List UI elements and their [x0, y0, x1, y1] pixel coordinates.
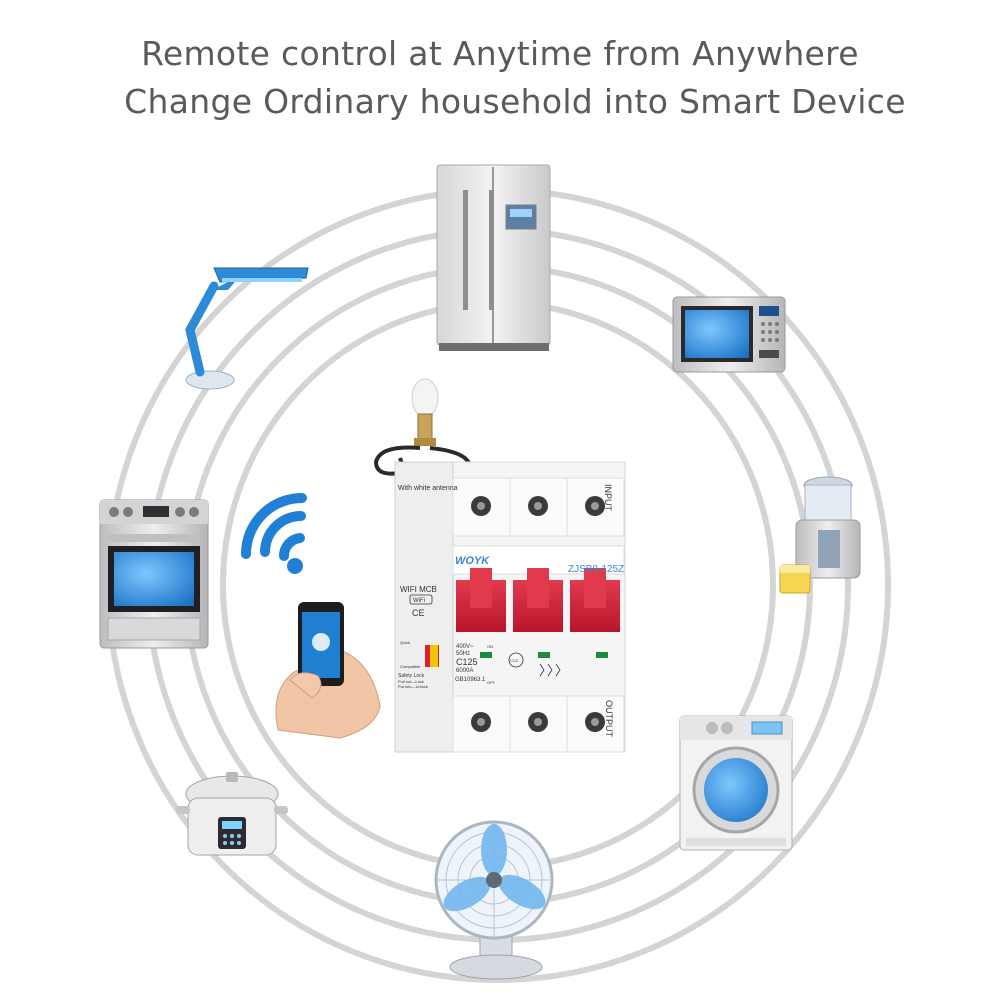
- breaking-capacity-label: 6000A: [456, 668, 473, 674]
- rice-cooker-icon: [176, 772, 288, 856]
- compatible-label: Compatible: [400, 664, 421, 669]
- pull-out-label: Pull out—Lock: [398, 679, 424, 684]
- circuit-diagram-icon: [539, 663, 561, 677]
- current-rating-label: C125: [456, 657, 478, 667]
- off-label: OFF: [487, 680, 496, 685]
- wifi-badge: WiFi: [413, 598, 425, 604]
- put-into-label: Put into—Unlock: [398, 684, 428, 689]
- smartphone-hand-icon: [275, 602, 381, 739]
- ce-mark: CE: [412, 608, 425, 618]
- washing-machine-icon: [679, 715, 793, 851]
- oven-icon: [99, 499, 209, 649]
- brand-label: WOYK: [455, 555, 490, 567]
- microwave-icon: [672, 296, 786, 373]
- juicer-icon: [779, 476, 861, 594]
- standard-label: GB10963.1: [455, 677, 486, 683]
- voltage-label: 400V~: [456, 644, 474, 650]
- frequency-label: 50Hz: [456, 651, 470, 657]
- quick-label: Quick: [400, 640, 410, 645]
- wifi-icon: [241, 493, 307, 574]
- breaker-handles: [456, 568, 620, 632]
- ccc-mark: CCC: [510, 658, 519, 663]
- on-label: ON: [487, 644, 493, 649]
- antenna-label: With white antenna: [398, 485, 458, 492]
- smart-circuit-breaker: With white antenna INPUT OUTPUT WOYK ZJS…: [373, 378, 626, 753]
- antenna-icon: [373, 378, 472, 476]
- refrigerator-icon: [436, 164, 551, 351]
- wifi-mcb-label: WIFI MCB: [400, 585, 437, 594]
- model-label: ZJSB9-125Z: [568, 564, 624, 575]
- input-label: INPUT: [603, 484, 613, 512]
- fan-icon: [434, 820, 554, 980]
- headline-line-1: Remote control at Anytime from Anywhere: [141, 34, 859, 73]
- headline-line-2: Change Ordinary household into Smart Dev…: [124, 82, 906, 121]
- desk-lamp-icon: [185, 267, 309, 390]
- output-label: OUTPUT: [604, 700, 614, 738]
- safety-lock-label: Safety Lock: [398, 673, 425, 679]
